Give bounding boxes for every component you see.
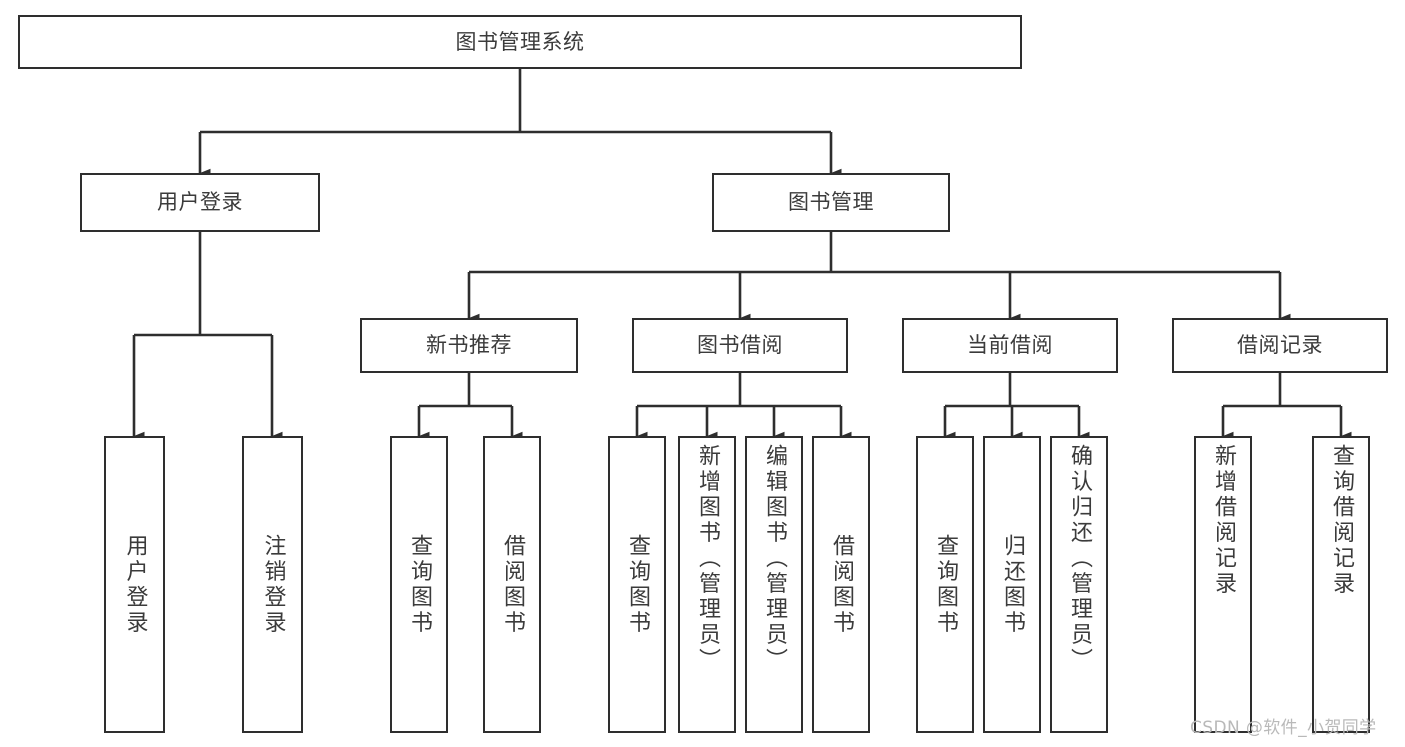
node-leaf-add-book[interactable]: 新增图书（管理员）: [678, 436, 736, 733]
node-new-book-recommend[interactable]: 新书推荐: [360, 318, 578, 373]
node-leaf-logout[interactable]: 注销登录: [242, 436, 303, 733]
node-label: 当前借阅: [967, 333, 1053, 358]
node-label: 查询图书: [625, 533, 650, 636]
node-current-borrow[interactable]: 当前借阅: [902, 318, 1118, 373]
node-label: 图书管理系统: [455, 29, 585, 54]
node-label: 新增借阅记录: [1211, 444, 1236, 597]
node-label: 图书管理: [788, 190, 874, 215]
node-leaf-query-book-2[interactable]: 查询图书: [608, 436, 666, 733]
node-label: 查询借阅记录: [1329, 444, 1354, 597]
node-label: 用户登录: [122, 533, 148, 636]
node-leaf-borrow-book-1[interactable]: 借阅图书: [483, 436, 541, 733]
node-label: 新增图书（管理员）: [695, 444, 720, 674]
node-leaf-add-record[interactable]: 新增借阅记录: [1194, 436, 1252, 733]
node-leaf-confirm-return[interactable]: 确认归还（管理员）: [1050, 436, 1108, 733]
node-label: 用户登录: [157, 190, 243, 215]
node-borrow-record[interactable]: 借阅记录: [1172, 318, 1388, 373]
node-label: 编辑图书（管理员）: [762, 444, 787, 674]
node-book-manage[interactable]: 图书管理: [712, 173, 950, 232]
node-leaf-query-record[interactable]: 查询借阅记录: [1312, 436, 1370, 733]
node-label: 借阅图书: [500, 533, 525, 636]
node-label: 借阅记录: [1237, 333, 1323, 358]
node-label: 新书推荐: [426, 333, 512, 358]
node-label: 图书借阅: [697, 333, 783, 358]
node-leaf-borrow-book-2[interactable]: 借阅图书: [812, 436, 870, 733]
node-leaf-user-login[interactable]: 用户登录: [104, 436, 165, 733]
node-leaf-edit-book[interactable]: 编辑图书（管理员）: [745, 436, 803, 733]
node-label: 注销登录: [260, 533, 286, 636]
node-leaf-query-book-3[interactable]: 查询图书: [916, 436, 974, 733]
node-label: 借阅图书: [829, 533, 854, 636]
node-leaf-query-book-1[interactable]: 查询图书: [390, 436, 448, 733]
node-leaf-return-book[interactable]: 归还图书: [983, 436, 1041, 733]
node-root-book-management-system[interactable]: 图书管理系统: [18, 15, 1022, 69]
node-label: 查询图书: [407, 533, 432, 636]
node-label: 确认归还（管理员）: [1067, 444, 1092, 674]
node-book-borrow[interactable]: 图书借阅: [632, 318, 848, 373]
node-label: 查询图书: [933, 533, 958, 636]
node-user-login[interactable]: 用户登录: [80, 173, 320, 232]
node-label: 归还图书: [1000, 533, 1025, 636]
